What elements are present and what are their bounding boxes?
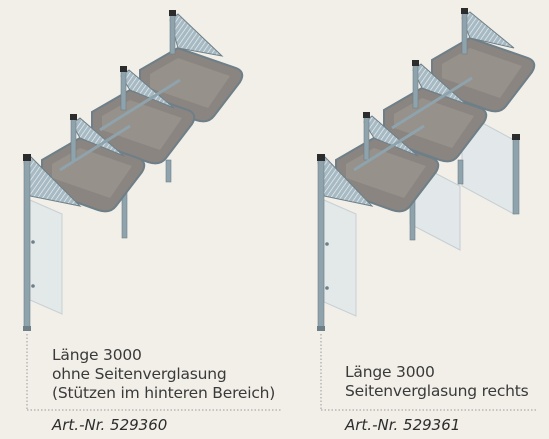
right-canopy-icon bbox=[317, 8, 536, 331]
left-caption-line-1: Länge 3000 bbox=[52, 346, 142, 364]
right-caption-line-1: Länge 3000 bbox=[345, 363, 435, 381]
left-caption-line-2: ohne Seitenverglasung bbox=[52, 365, 227, 383]
right-article-number: Art.-Nr. 529361 bbox=[345, 416, 461, 434]
left-caption-line-3: (Stützen im hinteren Bereich) bbox=[52, 384, 276, 402]
left-product-caption: Länge 3000 ohne Seitenverglasung (Stütze… bbox=[52, 346, 275, 403]
left-canopy-icon bbox=[23, 10, 244, 331]
right-caption-line-2: Seitenverglasung rechts bbox=[345, 382, 529, 400]
right-product-caption: Länge 3000 Seitenverglasung rechts bbox=[345, 363, 529, 401]
left-article-number: Art.-Nr. 529360 bbox=[52, 416, 168, 434]
